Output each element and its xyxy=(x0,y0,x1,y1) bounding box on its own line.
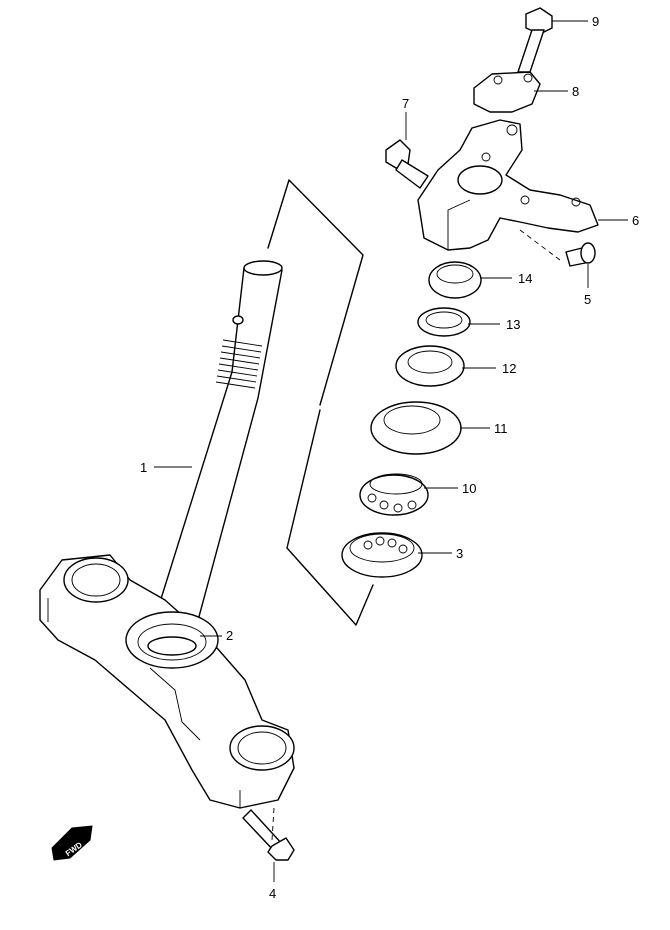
callout-14: 14 xyxy=(518,271,532,286)
lower-bolt xyxy=(242,809,295,861)
callout-8: 8 xyxy=(572,84,579,99)
callout-4: 4 xyxy=(269,886,276,901)
steering-stem xyxy=(149,260,283,651)
handlebar-clamp xyxy=(473,71,541,113)
callout-6: 6 xyxy=(632,213,639,228)
stem-nut xyxy=(428,261,482,299)
callout-2: 2 xyxy=(226,628,233,643)
fwd-arrow-icon: FWD xyxy=(51,825,93,861)
upper-bracket xyxy=(417,119,599,251)
washer xyxy=(417,307,471,337)
upper-bearing xyxy=(359,473,429,516)
bracket-bolt xyxy=(565,242,596,267)
callout-3: 3 xyxy=(456,546,463,561)
leader-lines xyxy=(154,20,628,882)
top-bolt xyxy=(517,7,553,73)
clamp-bolt xyxy=(385,139,429,189)
lower-bracket xyxy=(39,554,295,809)
callout-13: 13 xyxy=(506,317,520,332)
dust-seal xyxy=(147,636,197,656)
alignment-frame xyxy=(267,179,374,626)
lower-bearing xyxy=(341,532,423,578)
callout-12: 12 xyxy=(502,361,516,376)
bearing-race xyxy=(370,401,462,455)
lock-washer xyxy=(395,345,465,387)
callout-9: 9 xyxy=(592,14,599,29)
callout-5: 5 xyxy=(584,292,591,307)
callout-labels: 1 2 3 4 5 6 7 8 9 10 11 12 13 14 xyxy=(140,14,639,901)
callout-1: 1 xyxy=(140,460,147,475)
callout-10: 10 xyxy=(462,481,476,496)
callout-11: 11 xyxy=(494,421,508,436)
callout-7: 7 xyxy=(402,96,409,111)
